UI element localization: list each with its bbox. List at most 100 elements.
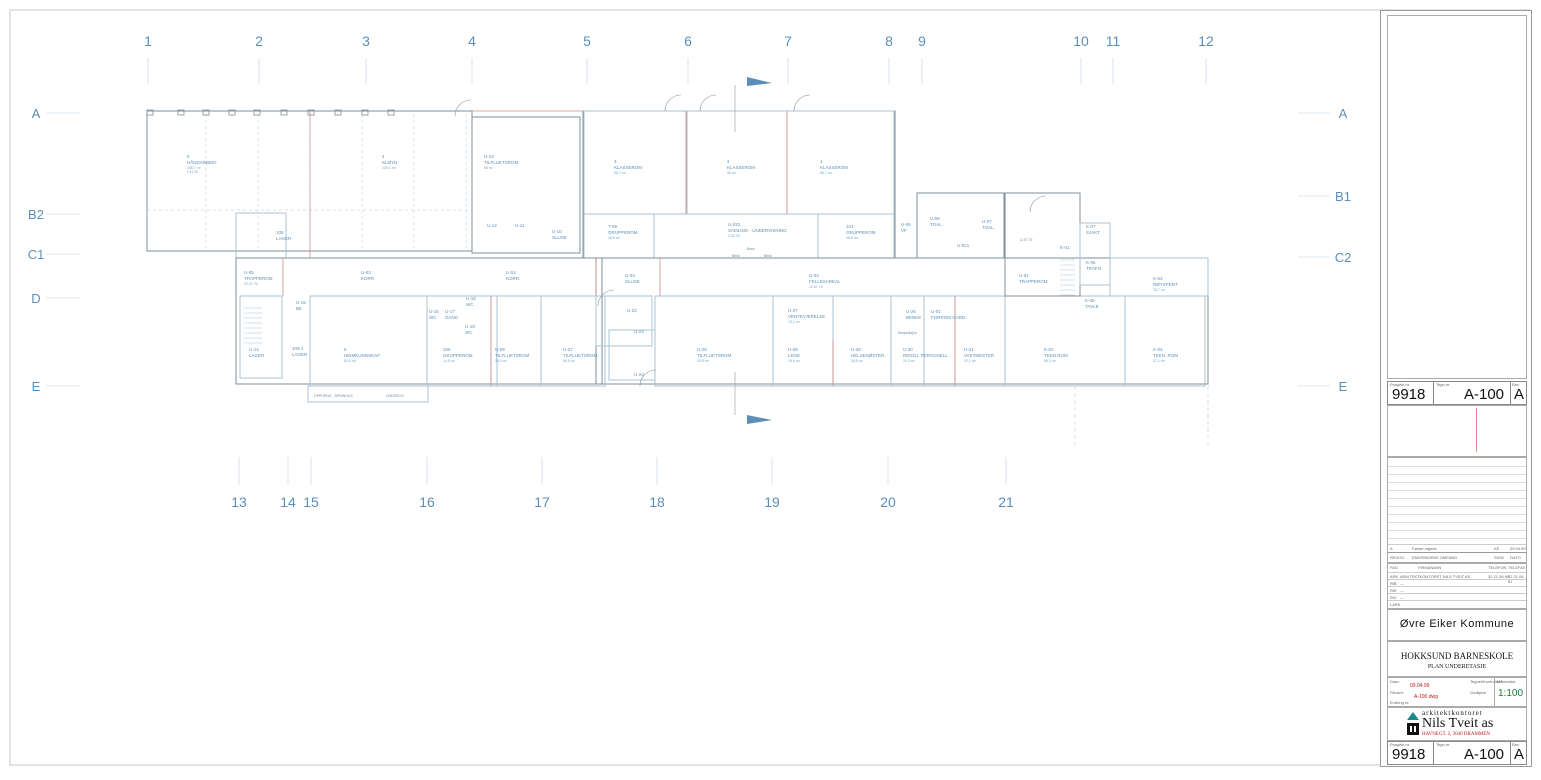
room-8: U-11 [515,223,525,228]
axis-label-bottom-15: 15 [303,494,319,510]
project-box: HOKKSUND BARNESKOLE PLAN UNDERETASJE [1387,641,1527,677]
rev-header-date: DATO [1510,555,1521,560]
architect-name: Nils Tveit as [1422,716,1494,731]
title-block-blank-area [1387,15,1527,379]
room-id: K-03 [1153,347,1163,352]
room-name: RØYSPENT [1153,282,1178,287]
rev-header-text: ENDRINGENS OMFANG [1412,555,1458,560]
room-name: HELSESØSTER [851,353,885,358]
architect-prefix: arkitektkontoret [1422,709,1483,717]
room-name: WC [429,315,437,320]
wall-segment-14 [540,295,606,387]
meta-box: Dato: 09.04.99 Tegnet/Kontrollert Filnav… [1387,677,1527,707]
axis-label-top-6: 6 [684,33,692,49]
axis-label-bottom-20: 20 [880,494,896,510]
room-id: U-05 [244,270,254,275]
rev-header-rev: REVISJ. [1390,555,1406,560]
cons-role-3: RIV [1390,595,1397,600]
room-name: TEKN. ROM [1153,353,1178,358]
project-no-label-bottom: Prosjekt nr. [1390,742,1411,747]
room-39: U-22 [627,308,637,313]
room-name: WC [465,330,473,335]
room-name: TILFLUKTSROM [495,353,530,358]
room-16: U-021 [957,243,970,248]
wall-segment-16 [772,295,834,387]
room-area: 56 m² [727,171,737,175]
drawing-no-label-bottom: Tegn.nr. [1436,742,1451,747]
client-name: Øvre Eiker Kommune [1399,618,1515,630]
room-name: VAKTMESTER [964,353,995,358]
axis-label-left-B2: B2 [28,207,44,222]
room-area: 108,7 m² [187,166,202,170]
room-area: 56,7 m² [614,171,627,175]
room-id: 6 [344,347,347,352]
room-id: U-27 [788,308,798,313]
door-arc-1 [664,94,682,112]
room-id: 1 [820,159,823,164]
room-area: 58 m² [484,166,494,170]
scale-label: Målestokk: [1497,679,1517,684]
revision-bottom: A [1514,746,1525,763]
room-name: VENTEVÆRELSE [788,314,825,319]
project-no-top: 9918 [1392,386,1426,403]
column-5 [280,109,288,116]
axis-label-bottom-16: 16 [419,494,435,510]
room-name: KLASSEROM [820,165,848,170]
rev-grid-line [1388,482,1526,483]
title-row-top: Prosjekt nr. 9918 Tegn.nr. A-100 Rev. A [1387,381,1527,405]
room-area: 93,8 m² [697,359,710,363]
wall-segment-5 [685,110,788,215]
door-arc-2 [699,94,717,112]
room-name: KLASSEROM [614,165,642,170]
room-id: U-22 [627,308,637,313]
door-arc-4 [1029,195,1047,213]
wall-segment-26 [1109,257,1209,297]
cons-header-fax: TELEFAX [1508,565,1526,570]
project-no-label-top: Prosjekt nr. [1390,382,1411,387]
room-area: 86,8 m² [563,359,576,363]
room-id: 5 [187,154,190,159]
column-1 [177,109,185,116]
axis-label-top-11: 11 [1106,33,1121,49]
room-20: K-01 [1060,245,1070,250]
room-id: U-14 [249,347,259,352]
room-id: 3 [614,159,617,164]
client-box: Øvre Eiker Kommune [1387,609,1527,641]
room-id: U-021 [957,243,970,248]
axis-label-bottom-14: 14 [280,494,296,510]
column-9 [387,109,395,116]
room-name: SJAKT [1086,230,1100,235]
cons-role-1: RIB [1390,581,1397,586]
axis-label-top-8: 8 [885,33,893,49]
room-id: U-10 [552,229,562,234]
wall-segment-4 [583,110,688,215]
room-name: TILFLUKTSROM [697,353,732,358]
rev-grid-line [1388,522,1526,523]
project-no-bottom: 9918 [1392,746,1426,763]
wall-segment-15 [654,295,774,387]
room-area: 28,7 m² [1153,288,1166,292]
title-row-bottom: Prosjekt nr. 9918 Tegn.nr. A-100 Rev. A [1387,741,1527,765]
room-id: K-07 [1086,224,1096,229]
room-40: U-23 [634,329,644,334]
revision-table: REVISJ. ENDRINGENS OMFANG SIGN DATO A Fø… [1387,457,1527,563]
axis-label-right-A: A [1339,106,1348,121]
room-id: U-11 [515,223,525,228]
rev-row-date: 09.04.99 [1510,546,1526,551]
note-bottom-strip-2: UNDERLIG [386,394,404,398]
